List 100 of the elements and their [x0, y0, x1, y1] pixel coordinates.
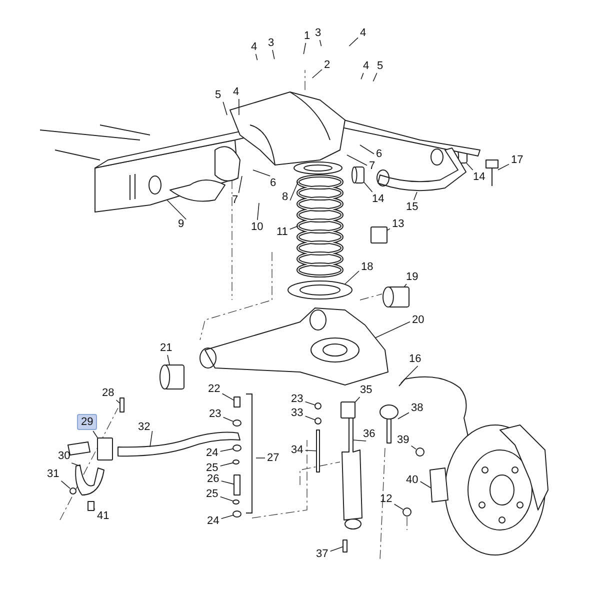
leader-line: [344, 270, 360, 284]
callout-number: 19: [405, 271, 420, 283]
clamp: [75, 464, 104, 496]
callout-number: 24: [206, 515, 220, 527]
leader-line: [222, 416, 234, 422]
callout-number: 31: [46, 468, 60, 480]
callout-number: 25: [205, 462, 220, 474]
leader-line: [330, 546, 344, 552]
shock-mount: [340, 402, 356, 418]
bump-stop: [370, 226, 388, 244]
leader-line: [304, 450, 317, 452]
callout-number: 38: [410, 402, 424, 414]
leader-line: [116, 400, 120, 404]
callout-number: 41: [96, 510, 110, 522]
callout-number: 26: [206, 473, 220, 485]
leader-line: [220, 462, 234, 466]
leader-line: [166, 200, 186, 220]
steering-knuckle: [430, 468, 448, 502]
callout-number: 5: [214, 89, 222, 101]
callout-number: 20: [411, 314, 426, 326]
callout-number: 3: [267, 37, 276, 49]
callout-number: 34: [290, 444, 304, 456]
leader-line: [420, 481, 432, 488]
callout-number: 16: [408, 353, 422, 365]
callout-number: 25: [205, 488, 220, 500]
lower-control-arm: [200, 308, 388, 386]
callout-number: 17: [510, 154, 524, 166]
callout-number: 4: [359, 27, 368, 39]
leader-line: [352, 440, 366, 442]
callout-number: 6: [269, 177, 278, 189]
callout-number: 7: [231, 194, 240, 206]
callout-number: 27: [266, 452, 280, 464]
callout-number: 37: [315, 548, 330, 560]
bolt: [88, 501, 94, 511]
leader-line: [222, 393, 234, 401]
bolt: [234, 396, 240, 408]
leader-line: [272, 50, 275, 60]
leader-line: [222, 102, 228, 116]
bushing: [160, 364, 184, 390]
ball-joint: [380, 404, 398, 444]
leader-line: [498, 164, 510, 170]
leader-line: [346, 154, 368, 166]
leader-line: [304, 401, 316, 406]
callout-number: 3: [314, 27, 322, 39]
bolt: [316, 430, 320, 472]
callout-number: 40: [405, 474, 420, 486]
leader-line: [92, 430, 98, 438]
leader-line: [394, 504, 404, 510]
leader-line: [257, 202, 260, 220]
callout-number: 4: [250, 41, 258, 53]
leader-line: [354, 396, 360, 403]
callout-number: 33: [290, 407, 304, 419]
leader-line: [167, 354, 170, 366]
callout-number: 35: [359, 384, 374, 396]
callout-number: 6: [375, 148, 384, 160]
coil-spring: [294, 162, 344, 278]
leader-line: [255, 54, 258, 60]
callout-number: 10: [250, 221, 264, 233]
callout-number: 2: [323, 59, 332, 71]
leader-line: [360, 72, 364, 80]
leader-line: [372, 72, 378, 82]
callout-number: 14: [472, 171, 486, 183]
callout-number: 21: [159, 342, 174, 354]
stabilizer-bar: [118, 432, 240, 457]
leader-line: [238, 176, 242, 194]
nut: [70, 488, 76, 494]
washer: [314, 402, 322, 410]
callout-number: 12: [379, 493, 394, 505]
callout-number: 28: [101, 387, 116, 399]
grommet: [232, 444, 242, 452]
callout-number: 39: [396, 434, 410, 446]
leader-line: [238, 98, 240, 116]
bolt: [342, 540, 348, 552]
grommet: [232, 420, 242, 426]
nut: [402, 508, 412, 516]
leader-line: [290, 226, 298, 230]
bushing: [352, 166, 364, 184]
spring-seat: [288, 280, 352, 300]
leader-line: [220, 514, 234, 519]
leader-line: [414, 192, 418, 200]
grommet: [232, 510, 242, 518]
callout-number: 22: [207, 383, 222, 395]
washer: [232, 500, 240, 504]
shock-absorber: [342, 418, 362, 530]
leader-line: [220, 496, 234, 502]
callout-number: 36: [362, 428, 376, 440]
leader-line: [304, 416, 316, 420]
leader-line: [404, 284, 407, 288]
leader-line: [364, 182, 373, 192]
callout-number: 4: [362, 60, 370, 72]
bolt: [120, 398, 124, 412]
ball-joint: [486, 160, 498, 186]
spacer: [234, 474, 240, 496]
callout-number: 11: [276, 226, 289, 238]
callout-number: 15: [405, 201, 420, 213]
callout-number: 24: [205, 447, 220, 459]
callout-number: 18: [360, 261, 374, 273]
callout-number: 13: [391, 218, 406, 230]
callout-number: 14: [371, 193, 386, 205]
callout-number: 29: [77, 414, 98, 430]
